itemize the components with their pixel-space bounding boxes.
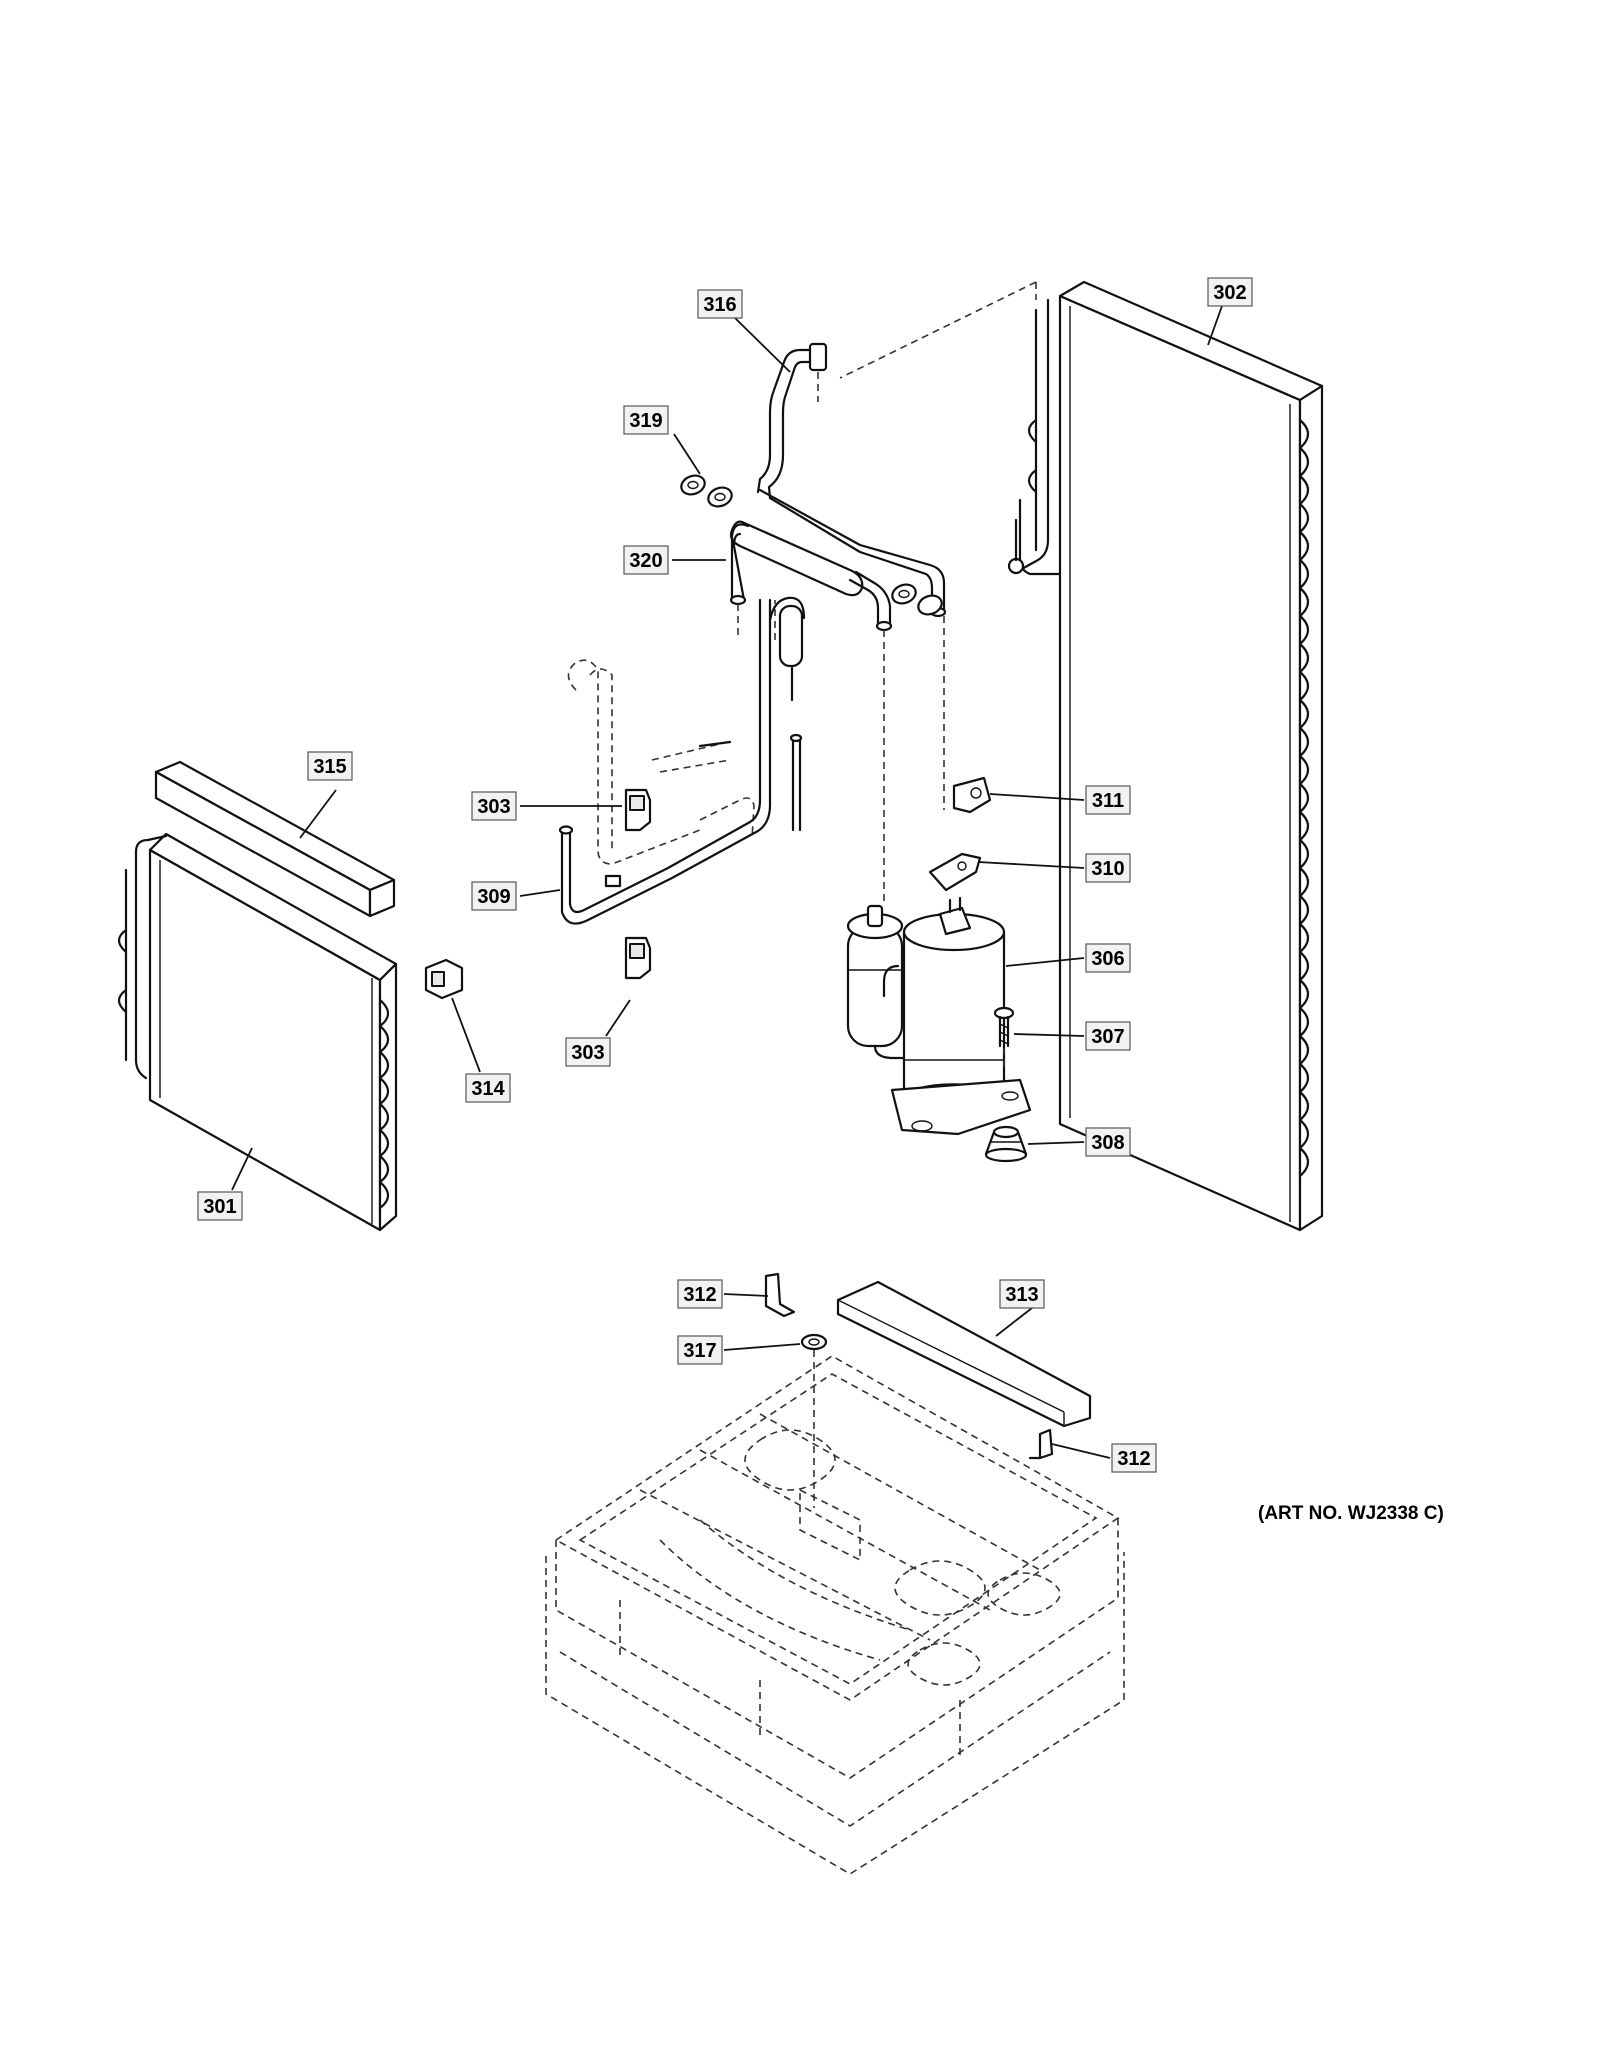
svg-text:303: 303 <box>477 796 510 818</box>
svg-text:320: 320 <box>629 550 662 572</box>
part-319-grommets <box>680 474 943 616</box>
svg-text:312: 312 <box>1117 1448 1150 1470</box>
small-block <box>604 874 622 888</box>
svg-text:306: 306 <box>1091 948 1124 970</box>
callout-303-lower: 303 <box>565 1037 611 1067</box>
svg-text:308: 308 <box>1091 1132 1124 1154</box>
svg-text:317: 317 <box>683 1340 716 1362</box>
callout-316: 316 <box>697 289 743 319</box>
part-303-clip-lower <box>624 936 652 980</box>
svg-text:301: 301 <box>203 1196 236 1218</box>
callout-301: 301 <box>197 1191 243 1221</box>
svg-text:303: 303 <box>571 1042 604 1064</box>
part-315-foam-strip <box>154 760 396 918</box>
svg-text:310: 310 <box>1091 858 1124 880</box>
callout-311: 311 <box>1085 785 1131 815</box>
leader-302-to-316 <box>839 281 1037 379</box>
callout-312-right: 312 <box>1111 1443 1157 1473</box>
svg-text:314: 314 <box>471 1078 505 1100</box>
part-307-bolt <box>993 1006 1015 1048</box>
callout-310: 310 <box>1085 853 1131 883</box>
svg-text:302: 302 <box>1213 282 1246 304</box>
part-317-washer <box>800 1333 828 1351</box>
part-302-coil-right <box>1007 280 1324 1232</box>
callout-302: 302 <box>1207 277 1253 307</box>
callout-309: 309 <box>471 881 517 911</box>
ghost-tubing <box>567 659 755 865</box>
svg-text:316: 316 <box>703 294 736 316</box>
callout-leaders <box>231 305 1223 1459</box>
part-313-strip <box>836 1280 1092 1428</box>
dashed-line-320-to-compressor <box>737 604 945 905</box>
part-312-bracket-left <box>764 1272 796 1318</box>
svg-text:313: 313 <box>1005 1284 1038 1306</box>
callout-307: 307 <box>1085 1021 1131 1051</box>
callout-317: 317 <box>677 1335 723 1365</box>
callout-303-upper: 303 <box>471 791 517 821</box>
svg-text:309: 309 <box>477 886 510 908</box>
part-314-bracket <box>424 958 464 1000</box>
callout-308: 308 <box>1085 1127 1131 1157</box>
callout-320: 320 <box>623 545 669 575</box>
svg-text:315: 315 <box>313 756 346 778</box>
part-320-tube <box>729 520 893 632</box>
part-301-coil-left <box>117 832 398 1232</box>
svg-text:311: 311 <box>1092 790 1124 812</box>
art-number: (ART NO. WJ2338 C) <box>1258 1503 1444 1524</box>
callout-319: 319 <box>623 405 669 435</box>
part-316-tube <box>756 342 947 618</box>
svg-text:312: 312 <box>683 1284 716 1306</box>
part-303-clip-upper <box>624 788 652 832</box>
part-306-compressor <box>846 896 1032 1136</box>
callout-315: 315 <box>307 751 353 781</box>
part-312-bracket-right <box>1028 1428 1054 1460</box>
callout-313: 313 <box>999 1279 1045 1309</box>
part-310-gasket <box>928 852 982 892</box>
base-pan-ghost <box>545 1355 1125 1875</box>
part-308-grommet <box>984 1125 1028 1163</box>
svg-text:307: 307 <box>1091 1026 1124 1048</box>
part-309-tube <box>558 596 806 925</box>
callout-314: 314 <box>465 1073 511 1103</box>
callout-312-left: 312 <box>677 1279 723 1309</box>
callout-306: 306 <box>1085 943 1131 973</box>
part-311-cap <box>952 776 992 814</box>
svg-text:319: 319 <box>629 410 662 432</box>
